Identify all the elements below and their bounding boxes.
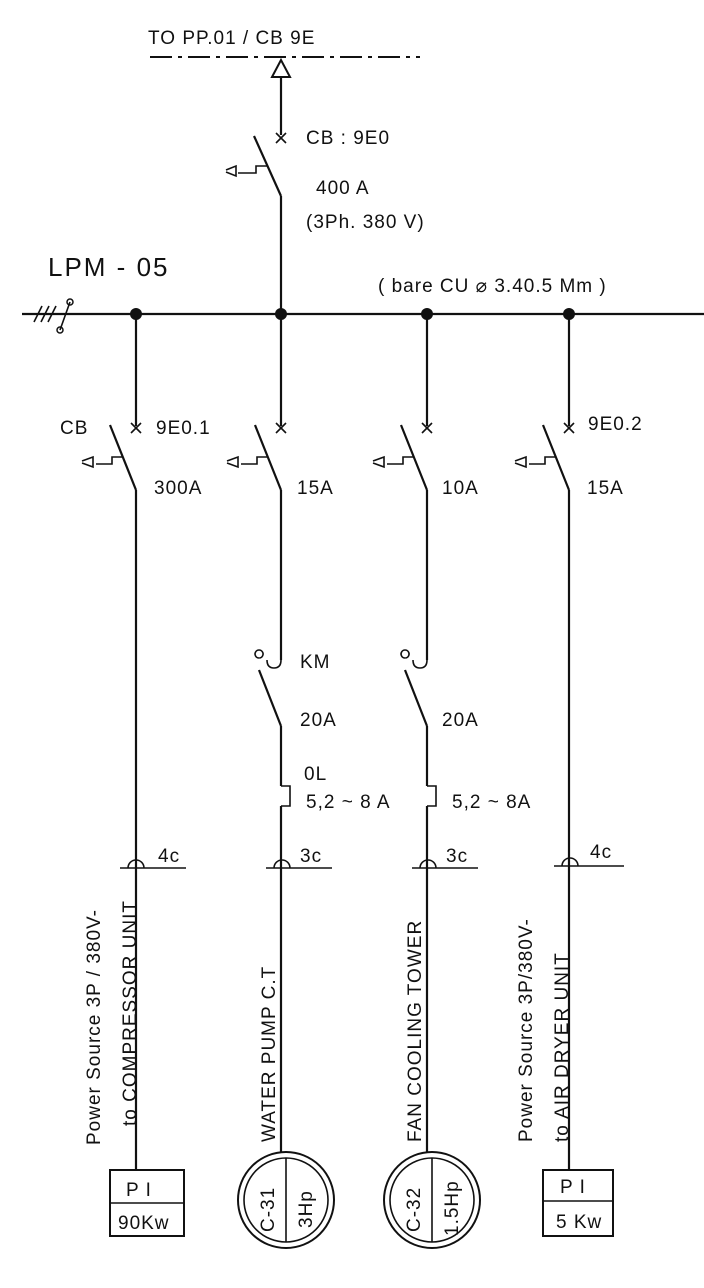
motor-id: C-31 xyxy=(258,1187,279,1232)
main-breaker-trip-icon xyxy=(238,165,267,174)
breaker-rating: 15A xyxy=(297,478,334,499)
breaker-rating: 300A xyxy=(154,478,202,499)
terminal-box xyxy=(542,1169,614,1237)
panel-name: LPM - 05 xyxy=(48,252,170,282)
feeder-fan-cooling-tower: 10A 20A 5,2 ~ 8A 3c FAN COOLING TOWER C-… xyxy=(372,314,531,1249)
breaker-x-icon xyxy=(130,422,142,434)
load-text-line1: FAN COOLING TOWER xyxy=(405,920,426,1142)
motor-power: 1.5Hp xyxy=(442,1180,463,1236)
main-breaker-name: CB : 9E0 xyxy=(306,128,390,149)
breaker-trip-icon xyxy=(96,456,123,465)
source-label: TO PP.01 / CB 9E xyxy=(148,28,315,49)
overload-label: 0L xyxy=(304,764,327,785)
breaker-rating: 10A xyxy=(442,478,479,499)
breaker-trip-icon xyxy=(529,456,556,465)
contactor-icon xyxy=(266,659,282,669)
breaker-prefix: CB xyxy=(60,418,88,439)
terminal-bottom-label: 5 Kw xyxy=(556,1212,602,1233)
cable-cores: 3c xyxy=(446,846,468,867)
feeder-air-dryer: 9E0.2 15A 4c Power Source 3P/380V- to AI… xyxy=(514,314,643,1237)
contactor-icon xyxy=(412,659,428,669)
breaker-trip-icon xyxy=(241,456,268,465)
contactor-rating: 20A xyxy=(442,710,479,731)
motor-power: 3Hp xyxy=(296,1190,317,1228)
overload-range: 5,2 ~ 8A xyxy=(452,792,531,813)
cable-cores: 4c xyxy=(158,846,180,867)
breaker-trip-icon xyxy=(387,456,414,465)
source-arrow-icon xyxy=(270,57,292,78)
main-breaker-supply: (3Ph. 380 V) xyxy=(306,212,425,233)
main-breaker-x-icon xyxy=(275,132,287,144)
busbar-spec: ( bare CU ⌀ 3.40.5 Mm ) xyxy=(378,276,607,297)
terminal-bottom-label: 90Kw xyxy=(118,1213,170,1234)
breaker-rating: 15A xyxy=(587,478,624,499)
breaker-x-icon xyxy=(275,422,287,434)
cable-cores: 3c xyxy=(300,846,322,867)
breaker-id: 9E0.2 xyxy=(588,414,643,435)
contactor-label: KM xyxy=(300,652,331,673)
contactor-rating: 20A xyxy=(300,710,337,731)
load-text-line2: to COMPRESSOR UNIT xyxy=(120,900,141,1126)
load-text-line1: WATER PUMP C.T xyxy=(259,966,280,1142)
overload-icon xyxy=(281,785,291,807)
load-text-line2: to AIR DRYER UNIT xyxy=(552,952,573,1142)
breaker-x-icon xyxy=(421,422,433,434)
main-breaker-blade xyxy=(252,135,283,197)
cable-cores: 4c xyxy=(590,842,612,863)
feeder-compressor: CB 9E0.1 300A 4c Power Source 3P / 380V-… xyxy=(60,314,211,1237)
load-text-line1: Power Source 3P / 380V- xyxy=(84,909,105,1145)
overload-icon xyxy=(427,785,437,807)
feeder-water-pump: 15A KM 20A 0L 5,2 ~ 8 A 3c WATER PUMP C.… xyxy=(226,314,391,1249)
terminal-top-label: P I xyxy=(560,1177,586,1198)
terminal-top-label: P I xyxy=(126,1180,152,1201)
three-phase-mark-icon xyxy=(33,298,74,334)
breaker-x-icon xyxy=(563,422,575,434)
motor-id: C-32 xyxy=(404,1187,425,1232)
overload-range: 5,2 ~ 8 A xyxy=(306,792,391,813)
motor-icon xyxy=(237,1151,335,1249)
main-breaker-rating: 400 A xyxy=(316,178,370,199)
load-text-line1: Power Source 3P/380V- xyxy=(516,918,537,1142)
breaker-id: 9E0.1 xyxy=(156,418,211,439)
motor-icon xyxy=(383,1151,481,1249)
